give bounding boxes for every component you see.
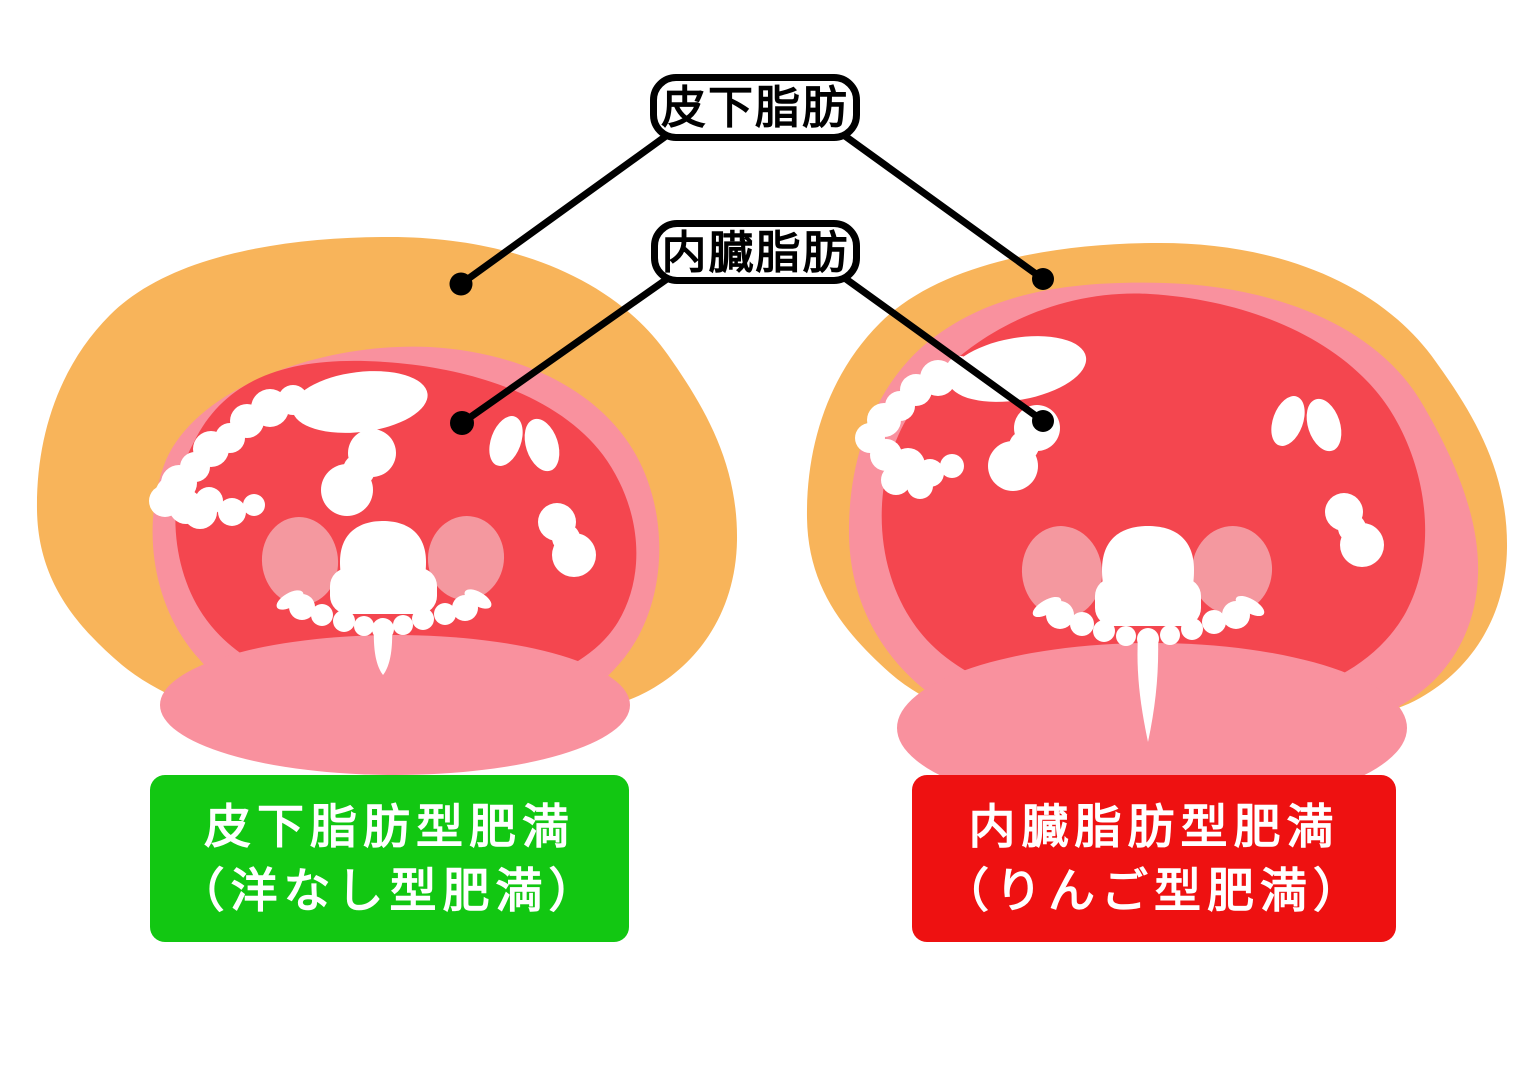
callout-lines [457, 132, 1047, 427]
callout-line-subcutaneous-right [841, 132, 1047, 283]
caption-right-title: 内臓脂肪型肥満 [968, 799, 1340, 853]
dot-subcutaneous-right-torso [1032, 268, 1054, 290]
right-muscle-rim-bottom-mound [897, 643, 1407, 813]
caption-left-title: 皮下脂肪型肥満 [204, 799, 575, 853]
left-torso-subcutaneous-type [36, 237, 738, 775]
callout-subcutaneous-fat-label: 皮下脂肪 [660, 82, 849, 133]
dot-visceral-right-torso [1032, 410, 1054, 432]
dot-subcutaneous-left-torso [449, 272, 473, 296]
callout-visceral-fat-label: 内臓脂肪 [661, 226, 850, 278]
callout-box-visceral-fat: 内臓脂肪 [651, 220, 860, 284]
caption-subcutaneous-type-obesity: 皮下脂肪型肥満 （洋なし型肥満） [150, 775, 629, 942]
right-torso-visceral-type [806, 243, 1508, 813]
callout-box-subcutaneous-fat: 皮下脂肪 [650, 74, 860, 141]
callout-line-visceral-left [458, 275, 671, 427]
callout-dots [449, 268, 1054, 435]
dot-visceral-left-torso [450, 411, 474, 435]
left-muscle-rim-bottom-mound [160, 635, 630, 775]
caption-visceral-type-obesity: 内臓脂肪型肥満 （りんご型肥満） [912, 775, 1396, 942]
caption-left-subtitle: （洋なし型肥満） [177, 864, 602, 918]
left-kidneys [261, 516, 505, 605]
left-vertebra [276, 521, 492, 675]
caption-right-subtitle: （りんご型肥満） [942, 864, 1366, 918]
left-intestines [149, 371, 596, 577]
right-intestines [855, 336, 1384, 567]
right-kidneys [1021, 526, 1273, 618]
right-vertebra [1032, 526, 1265, 742]
callout-line-visceral-right [842, 275, 1047, 425]
callout-line-subcutaneous-left [457, 132, 670, 288]
